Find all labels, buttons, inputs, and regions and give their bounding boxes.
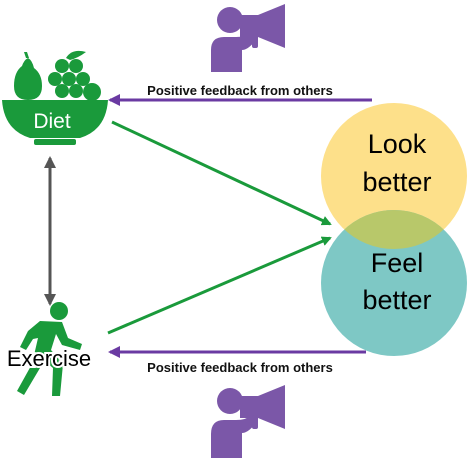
bottom-feedback-label: Positive feedback from others bbox=[147, 360, 333, 375]
feel-better-line1: Feel bbox=[371, 248, 424, 278]
look-better-line2: better bbox=[362, 167, 431, 197]
diet-label: Diet bbox=[33, 110, 71, 133]
person-megaphone-icon bbox=[211, 385, 285, 458]
exercise-label: Exercise bbox=[7, 346, 91, 371]
top-feedback-label: Positive feedback from others bbox=[147, 83, 333, 98]
exercise-to-circles-arrow bbox=[107, 236, 332, 335]
look-better-line1: Look bbox=[368, 129, 427, 159]
person-megaphone-icon bbox=[211, 4, 285, 72]
running-person-icon bbox=[17, 302, 82, 396]
diet-to-circles-arrow bbox=[111, 120, 332, 226]
fruit-bowl-icon bbox=[2, 50, 108, 145]
feel-better-line2: better bbox=[362, 285, 431, 315]
look-better-circle bbox=[321, 103, 467, 249]
feel-better-circle bbox=[321, 210, 467, 356]
